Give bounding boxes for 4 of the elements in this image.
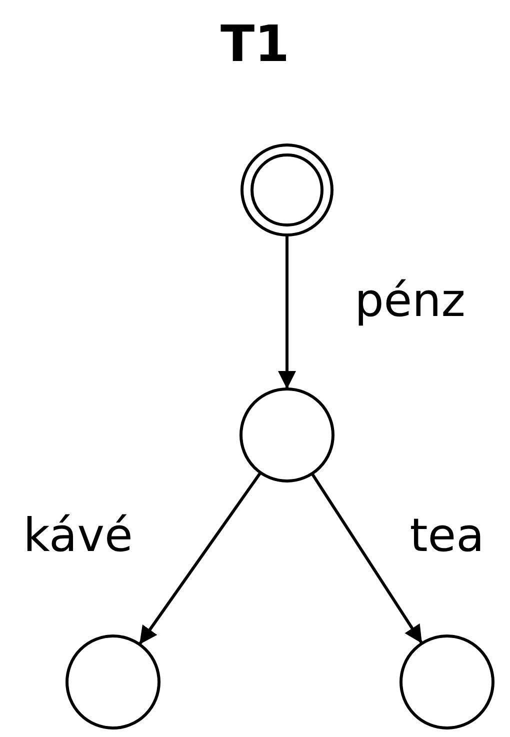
arrow	[138, 472, 262, 646]
arrow	[278, 235, 296, 389]
arrow	[310, 472, 424, 644]
title: T1	[220, 14, 290, 74]
